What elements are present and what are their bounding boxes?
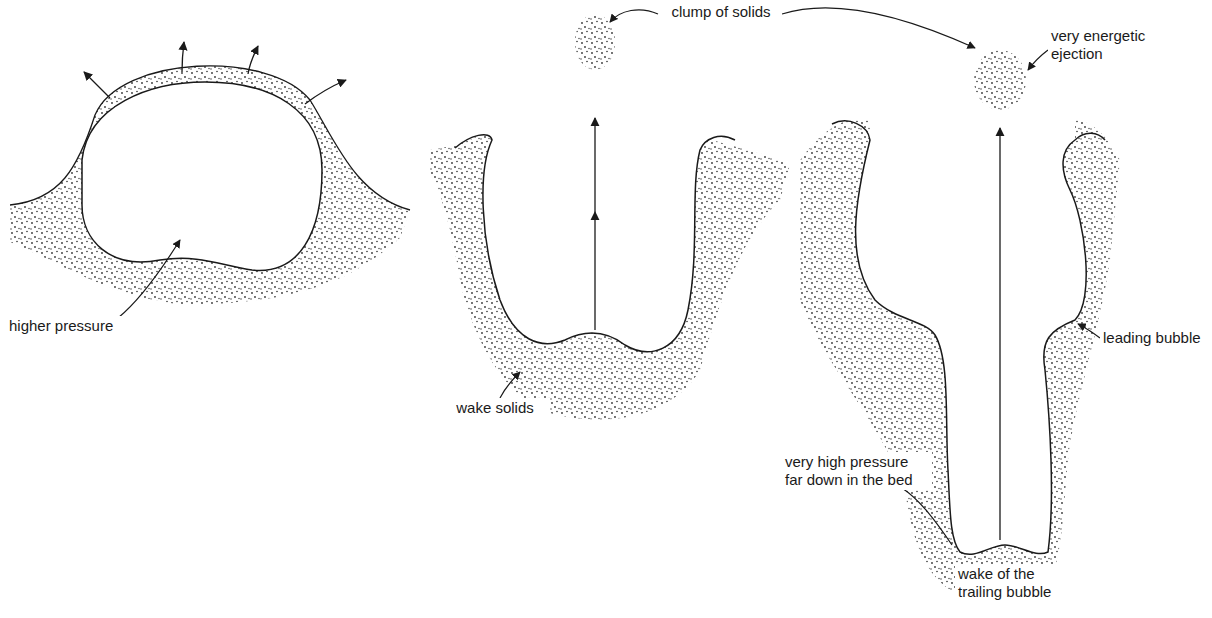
annotation-label: very high pressure far down in the bed <box>782 452 932 490</box>
jet-arrows <box>594 118 595 330</box>
cavity-fill <box>483 120 720 352</box>
jet-arrow <box>999 128 1000 540</box>
energetic-eruption-stage <box>800 50 1120 595</box>
leader-line <box>118 240 180 318</box>
annotation-label: clump of solids <box>660 2 782 22</box>
leader-line <box>500 372 520 398</box>
solids-clump <box>575 14 615 70</box>
leader-line <box>782 8 975 48</box>
bubble <box>82 82 322 270</box>
gas-outflow-arrows <box>84 42 346 104</box>
annotation-label: wake solids <box>440 398 550 418</box>
dense-solids <box>10 66 410 305</box>
annotation-label: wake of the trailing bubble <box>955 564 1085 602</box>
leader-line <box>1028 50 1048 70</box>
rising-bubble-stage <box>10 42 410 318</box>
bed-surface <box>10 66 410 210</box>
annotation-label: very energetic ejection <box>1048 26 1188 64</box>
ejected-clump <box>974 50 1026 110</box>
leader-line <box>902 488 952 545</box>
annotation-label: leading bubble <box>1100 328 1208 348</box>
annotation-label: higher pressure <box>6 316 156 336</box>
leader-line <box>610 10 658 22</box>
leader-line <box>1078 324 1100 338</box>
